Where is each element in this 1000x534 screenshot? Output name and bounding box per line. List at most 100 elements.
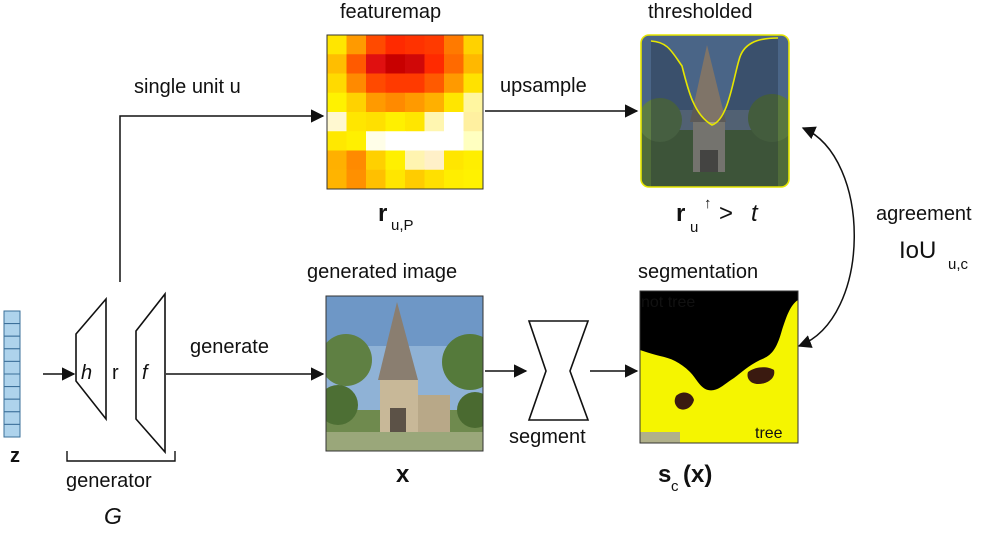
tree-label: tree — [755, 425, 783, 442]
featuremap-cell — [346, 150, 367, 171]
featuremap-cell — [444, 131, 464, 151]
featuremap-cell — [366, 112, 386, 132]
featuremap-cell — [424, 73, 445, 94]
featuremap-cell — [366, 54, 386, 74]
featuremap-cell — [405, 54, 425, 74]
featuremap-cell — [444, 112, 464, 132]
generated-image-frame — [325, 295, 484, 452]
generator-bracket — [66, 451, 176, 462]
agreement-arrow — [797, 126, 855, 348]
iou-main: IoU — [899, 237, 936, 264]
thresholded-image — [641, 35, 789, 187]
layer-f-label: f — [142, 362, 150, 384]
featuremap-title: featuremap — [340, 1, 441, 23]
upsample-label: upsample — [500, 75, 587, 97]
thresholded-t: t — [751, 200, 759, 227]
featuremap-cell — [366, 73, 386, 94]
featuremap-cell — [444, 169, 464, 190]
featuremap-cell — [444, 54, 464, 74]
featuremap-cell — [444, 73, 464, 94]
featuremap-cell — [327, 150, 347, 171]
featuremap-heatmap — [327, 35, 484, 190]
thresholded-operator: > — [719, 200, 733, 227]
featuremap-cell — [405, 131, 425, 151]
featuremap-cell — [385, 73, 406, 94]
featuremap-cell — [463, 35, 484, 55]
featuremap-cell — [327, 169, 347, 190]
featuremap-cell — [405, 150, 425, 171]
latent-cell — [3, 335, 21, 350]
thresholded-subscript: u — [690, 219, 698, 236]
iou-subscript: u,c — [948, 256, 969, 273]
generated-image-symbol: x — [396, 461, 410, 488]
featuremap-cell — [366, 131, 386, 151]
featuremap-cell — [346, 112, 367, 132]
featuremap-cell — [346, 35, 367, 55]
featuremap-cell — [346, 169, 367, 190]
generated-image-title: generated image — [307, 261, 457, 283]
segmentation-mask — [640, 291, 798, 443]
segmentation-argument: (x) — [683, 461, 712, 488]
layer-r-label: r — [112, 362, 119, 384]
featuremap-cell — [424, 131, 445, 151]
latent-cell — [3, 310, 21, 325]
featuremap-symbol: r — [378, 200, 387, 227]
featuremap-cell — [463, 169, 484, 190]
featuremap-cell — [463, 92, 484, 113]
latent-cell — [3, 423, 21, 438]
featuremap-cell — [327, 112, 347, 132]
generator-label: generator — [66, 470, 152, 492]
featuremap-cell — [346, 73, 367, 94]
featuremap-cell — [444, 150, 464, 171]
featuremap-cell — [444, 35, 464, 55]
featuremap-cell — [424, 54, 445, 74]
layer-h-label: h — [81, 362, 92, 384]
featuremap-cell — [385, 54, 406, 74]
generate-label: generate — [190, 336, 269, 358]
layer-f-trapezoid — [135, 291, 166, 455]
layer-h-trapezoid — [75, 296, 107, 422]
featuremap-cell — [366, 35, 386, 55]
not-tree-label: not tree — [641, 294, 695, 311]
featuremap-cell — [327, 54, 347, 74]
featuremap-subscript: u,P — [391, 217, 414, 234]
generated-image — [326, 296, 483, 451]
featuremap-cell — [327, 92, 347, 113]
featuremap-cell — [444, 92, 464, 113]
single-unit-label: single unit u — [134, 76, 241, 98]
featuremap-cell — [424, 35, 445, 55]
featuremap-cell — [463, 131, 484, 151]
latent-cell — [3, 398, 21, 413]
single-unit-arrow — [119, 109, 325, 282]
latent-vector — [3, 310, 21, 438]
featuremap-cell — [327, 131, 347, 151]
featuremap-cell — [405, 35, 425, 55]
featuremap-cell — [424, 169, 445, 190]
featuremap-cell — [405, 92, 425, 113]
featuremap-cell — [405, 169, 425, 190]
latent-cell — [3, 323, 21, 337]
featuremap-cell — [366, 169, 386, 190]
featuremap-cell — [385, 92, 406, 113]
featuremap-frame — [326, 34, 484, 190]
featuremap-cell — [405, 73, 425, 94]
latent-cell — [3, 373, 21, 388]
featuremap-cell — [346, 92, 367, 113]
segmentation-subscript: c — [671, 478, 679, 495]
thresholded-title: thresholded — [648, 1, 753, 23]
featuremap-cell — [346, 131, 367, 151]
featuremap-cell — [327, 73, 347, 94]
thresholded-frame — [640, 34, 790, 188]
generator-symbol: G — [104, 503, 122, 529]
latent-cell — [3, 360, 21, 375]
thresholded-superscript: ↑ — [704, 195, 712, 212]
featuremap-cell — [424, 150, 445, 171]
latent-cell — [3, 386, 21, 400]
featuremap-cell — [385, 150, 406, 171]
latent-cell — [3, 348, 21, 362]
segmentation-symbol: s — [658, 461, 671, 488]
segment-label: segment — [509, 426, 586, 448]
latent-z-label: z — [10, 445, 20, 467]
segmentation-frame — [639, 290, 799, 444]
